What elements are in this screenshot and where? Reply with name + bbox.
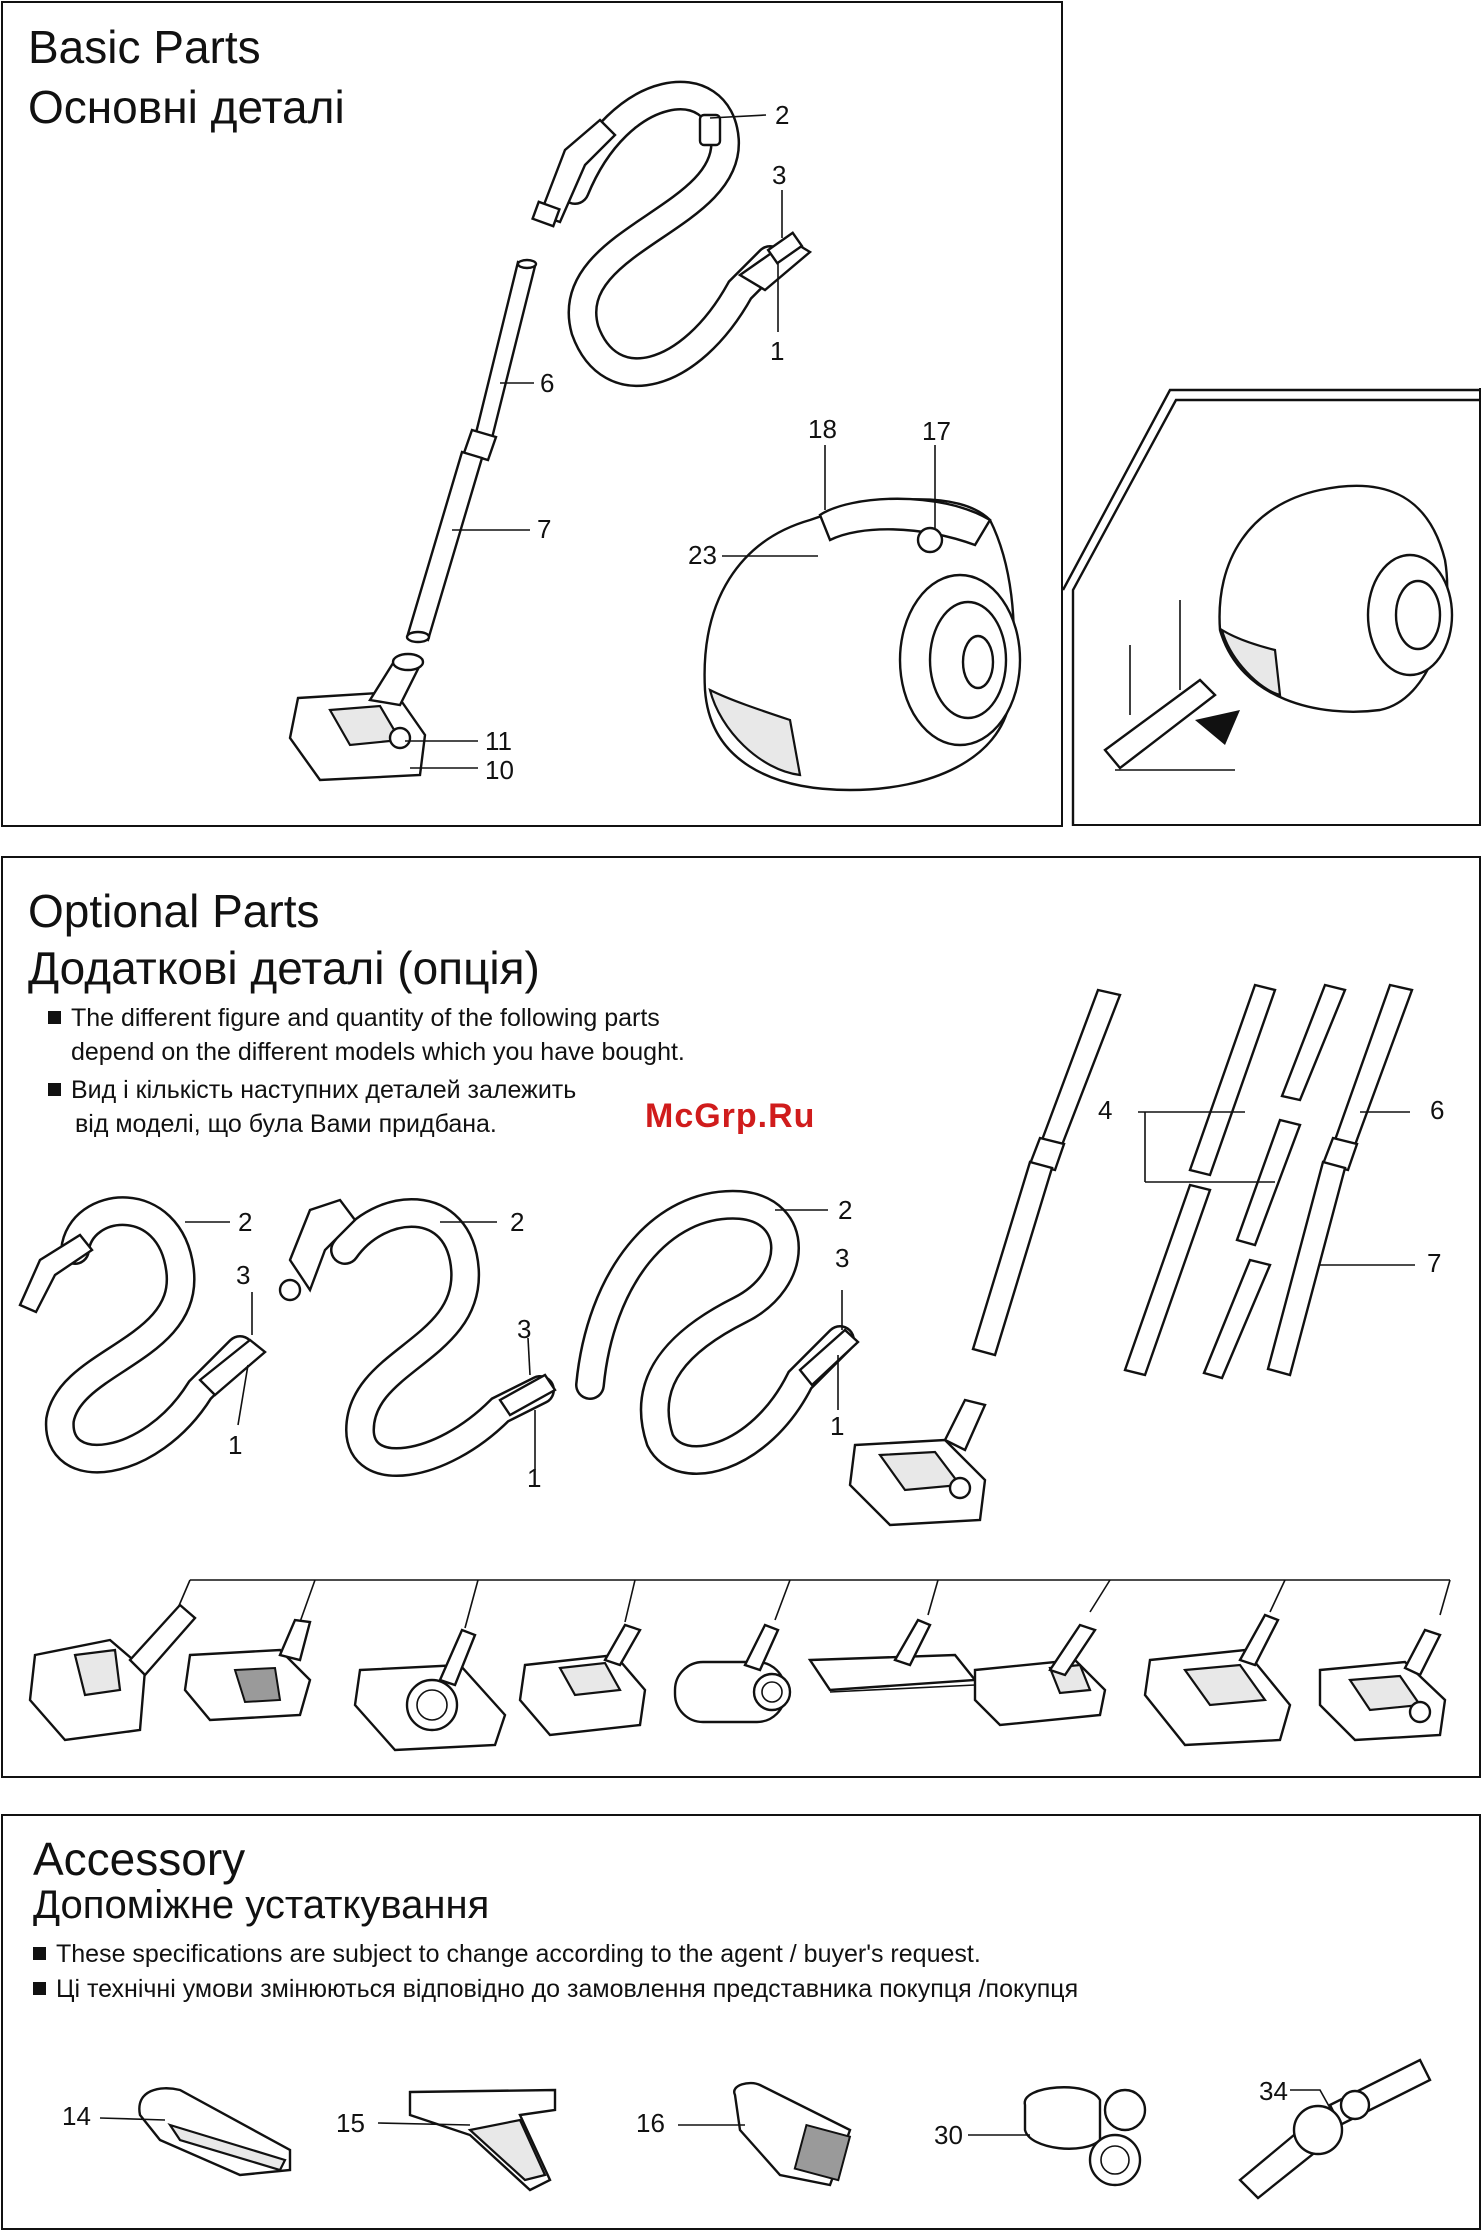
basic-tube-leaders (452, 382, 534, 531)
hose-icon (531, 80, 813, 388)
label-hose-connector: 1 (770, 336, 785, 366)
accessory-label-14: 14 (62, 2101, 91, 2131)
accessory-label-16: 16 (636, 2108, 665, 2138)
crevice-tool-icon (138, 2087, 292, 2177)
optional-telescopic-tube-left-icon (971, 988, 1122, 1357)
standard-floor-nozzle-icon (1318, 1628, 1447, 1742)
upholstery-tool-icon (408, 2088, 557, 2192)
nozzle-bracket-leaders (177, 1579, 1451, 1629)
optional-parts-title: Optional Parts (28, 885, 320, 937)
two-step-floor-nozzle-icon (973, 1623, 1107, 1727)
basic-body-leaders (722, 445, 936, 557)
accessory-note-en-text: These specifications are subject to chan… (56, 1940, 981, 1968)
vacuum-cleaner-body-icon (703, 497, 1022, 792)
optional-hose-2-icon (278, 1197, 557, 1477)
hard-floor-brush-icon (807, 1618, 978, 1693)
label-lower-tube: 7 (537, 514, 552, 544)
accessory-note-uk: Ці технічні умови змінюються відповідно … (33, 1973, 1078, 2007)
optional-parts-title-uk: Додаткові деталі (опція) (28, 942, 540, 994)
hose1-label-1: 1 (228, 1430, 243, 1460)
telescopic-tube-icon (405, 258, 538, 644)
label-floor-nozzle: 10 (485, 755, 514, 785)
hose2-label-1: 1 (527, 1463, 542, 1493)
watermark: McGrp.Ru (645, 1097, 816, 1135)
accessory-label-15: 15 (336, 2108, 365, 2138)
optional-telescopic-tube-right-icon (1266, 983, 1414, 1377)
tube-insertion-icon (1103, 484, 1454, 770)
accessory-note-uk-text: Ці технічні умови змінюються відповідно … (56, 1975, 1079, 2003)
wide-floor-nozzle-icon (1143, 1613, 1292, 1747)
optional-hose-1-icon (18, 1196, 267, 1474)
optional-hose-1-leaders (185, 1221, 253, 1426)
hose1-label-2: 2 (238, 1207, 253, 1237)
label-body-cover: 18 (808, 414, 837, 444)
accessory-title-uk: Допоміжне устаткування (33, 1883, 490, 1927)
hose2-label-2: 2 (510, 1207, 525, 1237)
tool-holder-icon (1023, 2086, 1147, 2187)
turbo-brush-nozzle-icon (28, 1603, 197, 1742)
accessory-15-leader (377, 2122, 471, 2126)
label-indicator: 17 (922, 416, 951, 446)
optional-note-uk-line1: Вид і кількість наступних деталей залежи… (71, 1076, 577, 1104)
tube-label-6: 6 (1430, 1095, 1445, 1125)
optional-note-uk: Вид і кількість наступних деталей залежи… (48, 1074, 576, 1142)
bullet-square (33, 1946, 46, 1960)
hose3-label-2: 2 (838, 1195, 853, 1225)
mini-turbo-nozzle-icon (673, 1623, 792, 1724)
label-nozzle-switch: 11 (485, 726, 512, 756)
accessory-label-30: 30 (934, 2120, 963, 2150)
label-release-button: 23 (688, 540, 717, 570)
accessory-note-en: These specifications are subject to chan… (33, 1938, 981, 1972)
bullet-square (48, 1082, 61, 1096)
dusting-brush-icon (733, 2081, 852, 2187)
bullet-square (48, 1010, 61, 1024)
tube-clip-icon (1238, 2058, 1432, 2200)
label-telescopic-tube: 6 (540, 368, 555, 398)
optional-hose-2-leaders (440, 1221, 536, 1470)
accessory-title: Accessory (33, 1833, 246, 1885)
optional-note-en-line1: The different figure and quantity of the… (71, 1004, 660, 1032)
basic-parts-title-uk: Основні деталі (28, 81, 345, 133)
hose2-label-3: 3 (517, 1314, 532, 1344)
floor-nozzle-icon (288, 652, 427, 782)
optional-floor-nozzle-icon (848, 1398, 987, 1527)
optional-hose-3-icon (575, 1189, 860, 1475)
hose1-label-3: 3 (236, 1260, 251, 1290)
accessory-14-leader (99, 2117, 166, 2121)
combination-nozzle-icon (518, 1623, 647, 1737)
optional-note-en: The different figure and quantity of the… (48, 1002, 685, 1070)
accessory-34-leader (1290, 2089, 1331, 2109)
label-hose: 2 (775, 100, 790, 130)
optional-tube-leaders (1138, 1111, 1415, 1266)
hose3-label-1: 1 (830, 1411, 845, 1441)
tube-label-7: 7 (1427, 1248, 1442, 1278)
tube-label-4: 4 (1098, 1095, 1113, 1125)
optional-note-en-line2: depend on the different models which you… (71, 1037, 685, 1066)
basic-nozzle-leaders (405, 740, 478, 769)
bullet-square (33, 1981, 46, 1995)
basic-hose-leaders (709, 114, 783, 332)
inset-leaders (1115, 600, 1235, 771)
accessory-label-34: 34 (1259, 2076, 1288, 2106)
parquet-nozzle-icon (183, 1618, 312, 1722)
round-turbo-nozzle-icon (353, 1628, 507, 1752)
optional-note-uk-line2: від моделі, що була Вами придбана. (75, 1109, 497, 1138)
optional-hose-3-leaders (775, 1209, 843, 1410)
hose3-label-3: 3 (835, 1243, 850, 1273)
inset-frame (1061, 388, 1481, 826)
label-hose-handle: 3 (772, 160, 787, 190)
basic-parts-title: Basic Parts (28, 21, 261, 73)
